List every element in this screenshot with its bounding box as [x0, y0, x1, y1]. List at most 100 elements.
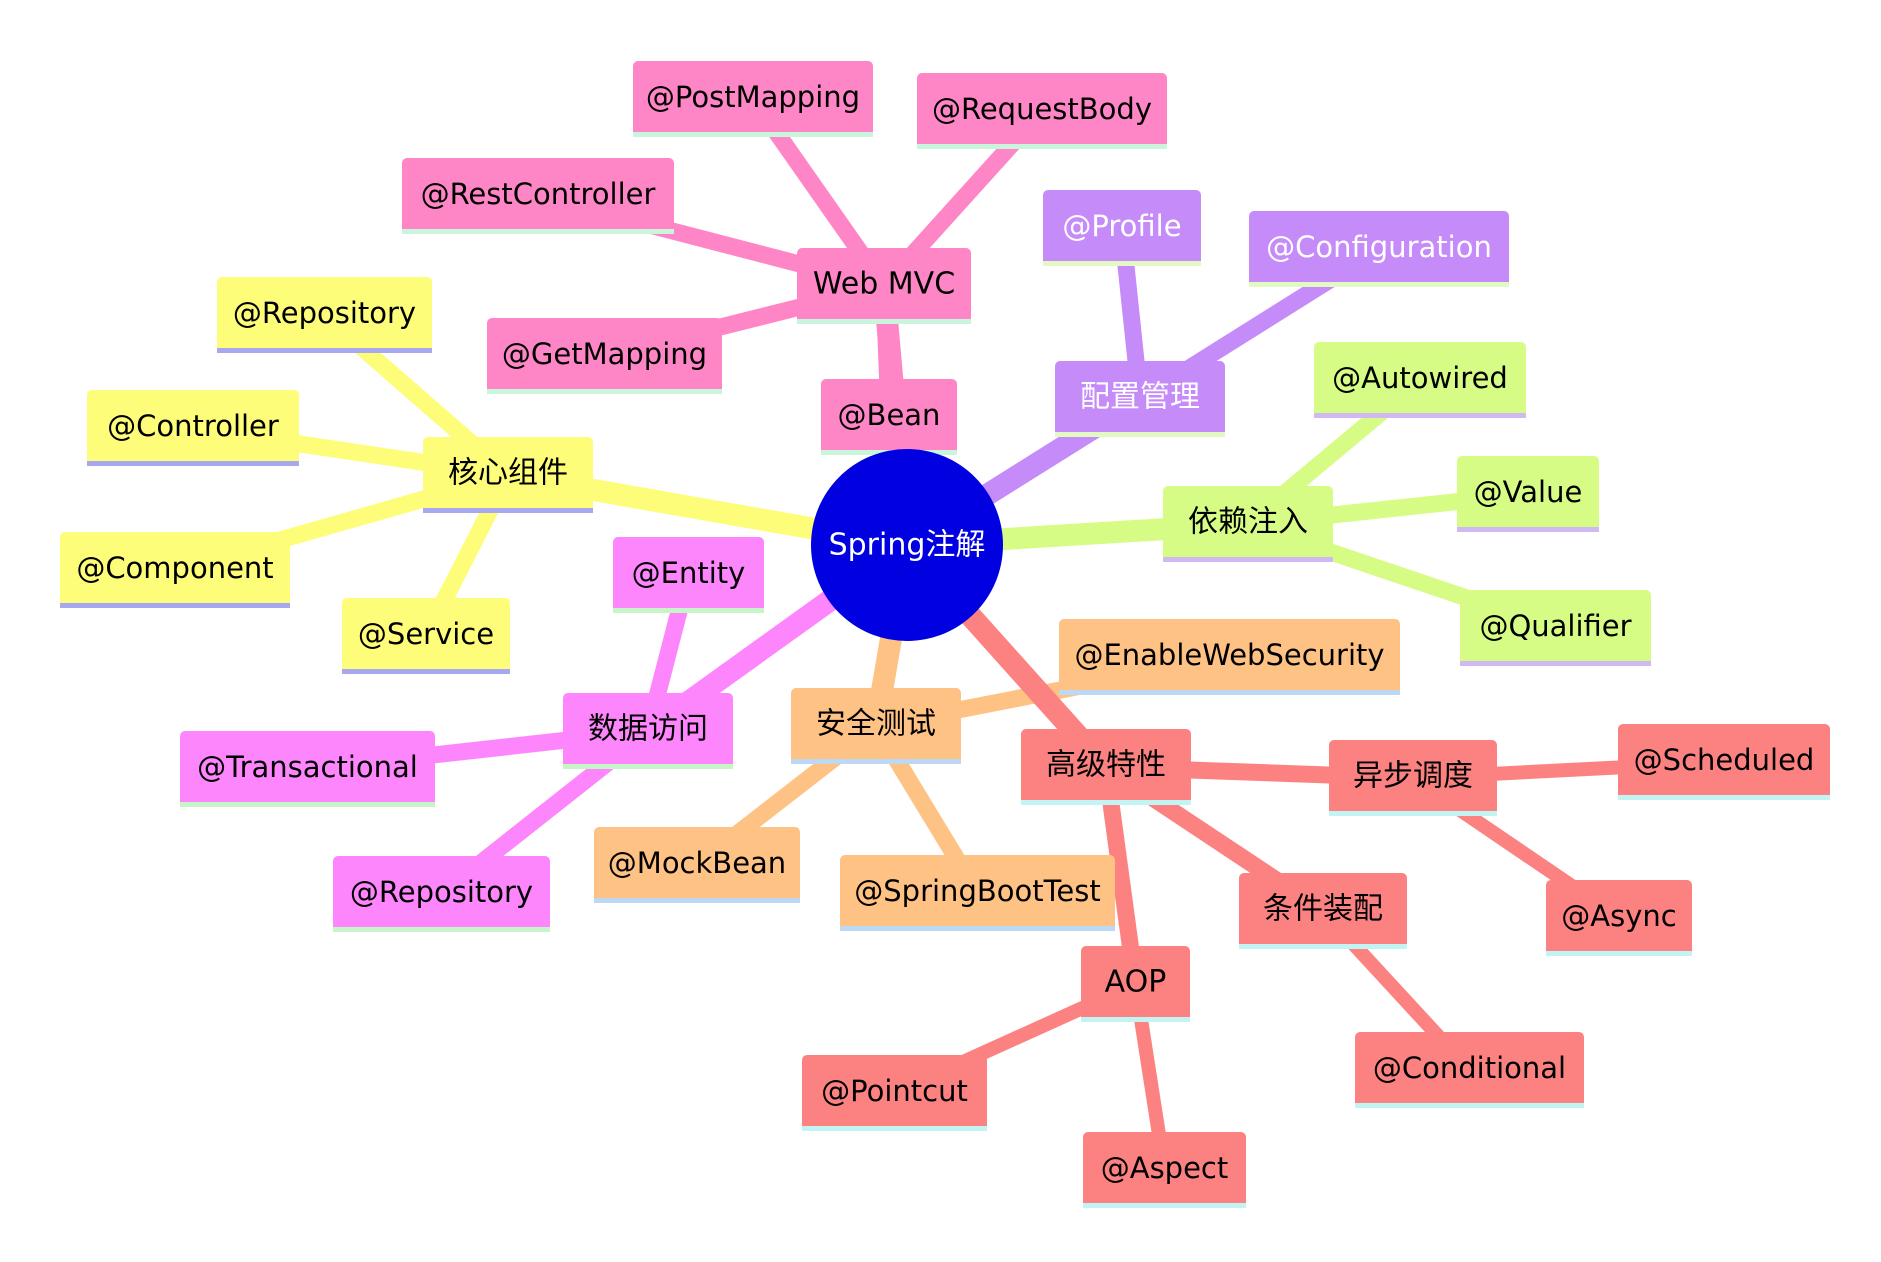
leaf-node-web-mvc-1[interactable]: @RequestBody — [917, 73, 1167, 149]
leaf-node-data-2-box — [333, 856, 550, 932]
sub-node-advanced-0-box — [1329, 740, 1497, 816]
leaf-node-advanced-2-1-box — [1083, 1132, 1246, 1208]
leaf-node-data-0-underline — [613, 608, 764, 613]
branch-node-data-label: 数据访问 — [588, 712, 708, 747]
sub-node-advanced-1[interactable]: 条件装配 — [1239, 873, 1407, 949]
leaf-node-advanced-0-0-underline — [1618, 795, 1830, 800]
branch-node-core-underline — [423, 508, 593, 513]
leaf-node-security-1[interactable]: @MockBean — [594, 827, 800, 903]
leaf-node-security-0-underline — [1059, 690, 1400, 695]
leaf-node-web-mvc-0[interactable]: @PostMapping — [633, 61, 873, 137]
leaf-node-data-1[interactable]: @Transactional — [180, 731, 435, 807]
leaf-node-config-1[interactable]: @Configuration — [1249, 211, 1509, 287]
leaf-node-web-mvc-4-box — [821, 379, 957, 455]
leaf-node-web-mvc-2-underline — [402, 229, 674, 234]
leaf-node-data-2-label: @Repository — [350, 875, 533, 909]
leaf-node-core-0[interactable]: @Repository — [217, 277, 432, 353]
leaf-node-core-3-underline — [342, 669, 510, 674]
leaf-node-di-1[interactable]: @Value — [1457, 456, 1599, 532]
leaf-node-security-2[interactable]: @SpringBootTest — [840, 855, 1115, 931]
branch-node-web-mvc-box — [797, 248, 971, 324]
leaf-node-config-0-box — [1043, 190, 1201, 266]
leaf-node-core-3[interactable]: @Service — [342, 598, 510, 674]
branch-node-config-box — [1055, 361, 1225, 437]
branch-node-web-mvc[interactable]: Web MVC — [797, 248, 971, 324]
branch-node-data-box — [563, 693, 733, 769]
branch-node-di-underline — [1163, 557, 1333, 562]
leaf-node-core-2-label: @Component — [76, 551, 273, 585]
leaf-node-advanced-2-1[interactable]: @Aspect — [1083, 1132, 1246, 1208]
leaf-node-web-mvc-2[interactable]: @RestController — [402, 158, 674, 234]
leaf-node-security-1-box — [594, 827, 800, 903]
leaf-node-web-mvc-3[interactable]: @GetMapping — [487, 318, 722, 394]
leaf-node-config-0[interactable]: @Profile — [1043, 190, 1201, 266]
leaf-node-di-1-label: @Value — [1474, 475, 1583, 509]
leaf-node-data-0[interactable]: @Entity — [613, 537, 764, 613]
leaf-node-web-mvc-1-box — [917, 73, 1167, 149]
leaf-node-web-mvc-1-underline — [917, 144, 1167, 149]
leaf-node-di-2[interactable]: @Qualifier — [1460, 590, 1651, 666]
branch-node-advanced-label: 高级特性 — [1046, 748, 1166, 783]
leaf-node-config-1-label: @Configuration — [1266, 230, 1492, 264]
leaf-node-web-mvc-0-label: @PostMapping — [646, 80, 860, 114]
branch-node-security[interactable]: 安全测试 — [791, 688, 961, 764]
leaf-node-config-0-underline — [1043, 261, 1201, 266]
leaf-node-advanced-0-0-box — [1618, 724, 1830, 800]
sub-node-advanced-0-label: 异步调度 — [1353, 759, 1473, 794]
leaf-node-di-0[interactable]: @Autowired — [1314, 342, 1526, 418]
leaf-node-di-0-box — [1314, 342, 1526, 418]
leaf-node-core-3-label: @Service — [358, 617, 494, 651]
leaf-node-security-2-underline — [840, 926, 1115, 931]
branch-node-advanced[interactable]: 高级特性 — [1021, 729, 1191, 805]
branch-node-core[interactable]: 核心组件 — [423, 437, 593, 513]
leaf-node-security-0-label: @EnableWebSecurity — [1074, 638, 1384, 672]
sub-node-advanced-1-label: 条件装配 — [1263, 892, 1383, 927]
leaf-node-data-1-box — [180, 731, 435, 807]
leaf-node-advanced-2-0[interactable]: @Pointcut — [802, 1055, 987, 1131]
leaf-node-advanced-0-0[interactable]: @Scheduled — [1618, 724, 1830, 800]
leaf-node-core-0-label: @Repository — [233, 296, 416, 330]
leaf-node-web-mvc-0-underline — [633, 132, 873, 137]
sub-node-advanced-2[interactable]: AOP — [1081, 946, 1190, 1022]
leaf-node-di-2-label: @Qualifier — [1479, 609, 1631, 643]
leaf-node-di-1-underline — [1457, 527, 1599, 532]
branch-node-di-box — [1163, 486, 1333, 562]
leaf-node-web-mvc-3-underline — [487, 389, 722, 394]
leaf-node-advanced-1-0-underline — [1355, 1103, 1584, 1108]
leaf-node-security-1-label: @MockBean — [608, 846, 786, 880]
leaf-node-security-2-box — [840, 855, 1115, 931]
leaf-node-advanced-1-0[interactable]: @Conditional — [1355, 1032, 1584, 1108]
branch-node-data[interactable]: 数据访问 — [563, 693, 733, 769]
branch-node-config[interactable]: 配置管理 — [1055, 361, 1225, 437]
leaf-node-web-mvc-4[interactable]: @Bean — [821, 379, 957, 455]
branch-node-security-underline — [791, 759, 961, 764]
leaf-node-web-mvc-4-label: @Bean — [838, 398, 941, 432]
branch-node-di[interactable]: 依赖注入 — [1163, 486, 1333, 562]
leaf-node-core-2-box — [60, 532, 290, 608]
leaf-node-core-1[interactable]: @Controller — [87, 390, 299, 466]
leaf-node-advanced-2-1-underline — [1083, 1203, 1246, 1208]
sub-node-advanced-0[interactable]: 异步调度 — [1329, 740, 1497, 816]
leaf-node-data-1-label: @Transactional — [197, 750, 418, 784]
sub-node-advanced-2-box — [1081, 946, 1190, 1022]
leaf-node-web-mvc-2-box — [402, 158, 674, 234]
sub-node-advanced-2-underline — [1081, 1017, 1190, 1022]
leaf-node-security-2-label: @SpringBootTest — [854, 874, 1100, 908]
root-node[interactable]: Spring注解 — [811, 449, 1003, 641]
leaf-node-advanced-2-0-box — [802, 1055, 987, 1131]
leaf-node-di-2-box — [1460, 590, 1651, 666]
leaf-node-config-1-underline — [1249, 282, 1509, 287]
leaf-node-advanced-0-1[interactable]: @Async — [1546, 880, 1692, 956]
leaf-node-core-1-label: @Controller — [107, 409, 279, 443]
leaf-node-data-0-box — [613, 537, 764, 613]
leaf-node-advanced-0-1-box — [1546, 880, 1692, 956]
leaf-node-web-mvc-3-label: @GetMapping — [502, 337, 707, 371]
branch-node-security-box — [791, 688, 961, 764]
leaf-node-security-0[interactable]: @EnableWebSecurity — [1059, 619, 1400, 695]
leaf-node-data-2[interactable]: @Repository — [333, 856, 550, 932]
leaf-node-security-1-underline — [594, 898, 800, 903]
leaf-node-core-2[interactable]: @Component — [60, 532, 290, 608]
root-circle — [811, 449, 1003, 641]
branch-node-config-underline — [1055, 432, 1225, 437]
branch-node-core-label: 核心组件 — [448, 456, 568, 491]
